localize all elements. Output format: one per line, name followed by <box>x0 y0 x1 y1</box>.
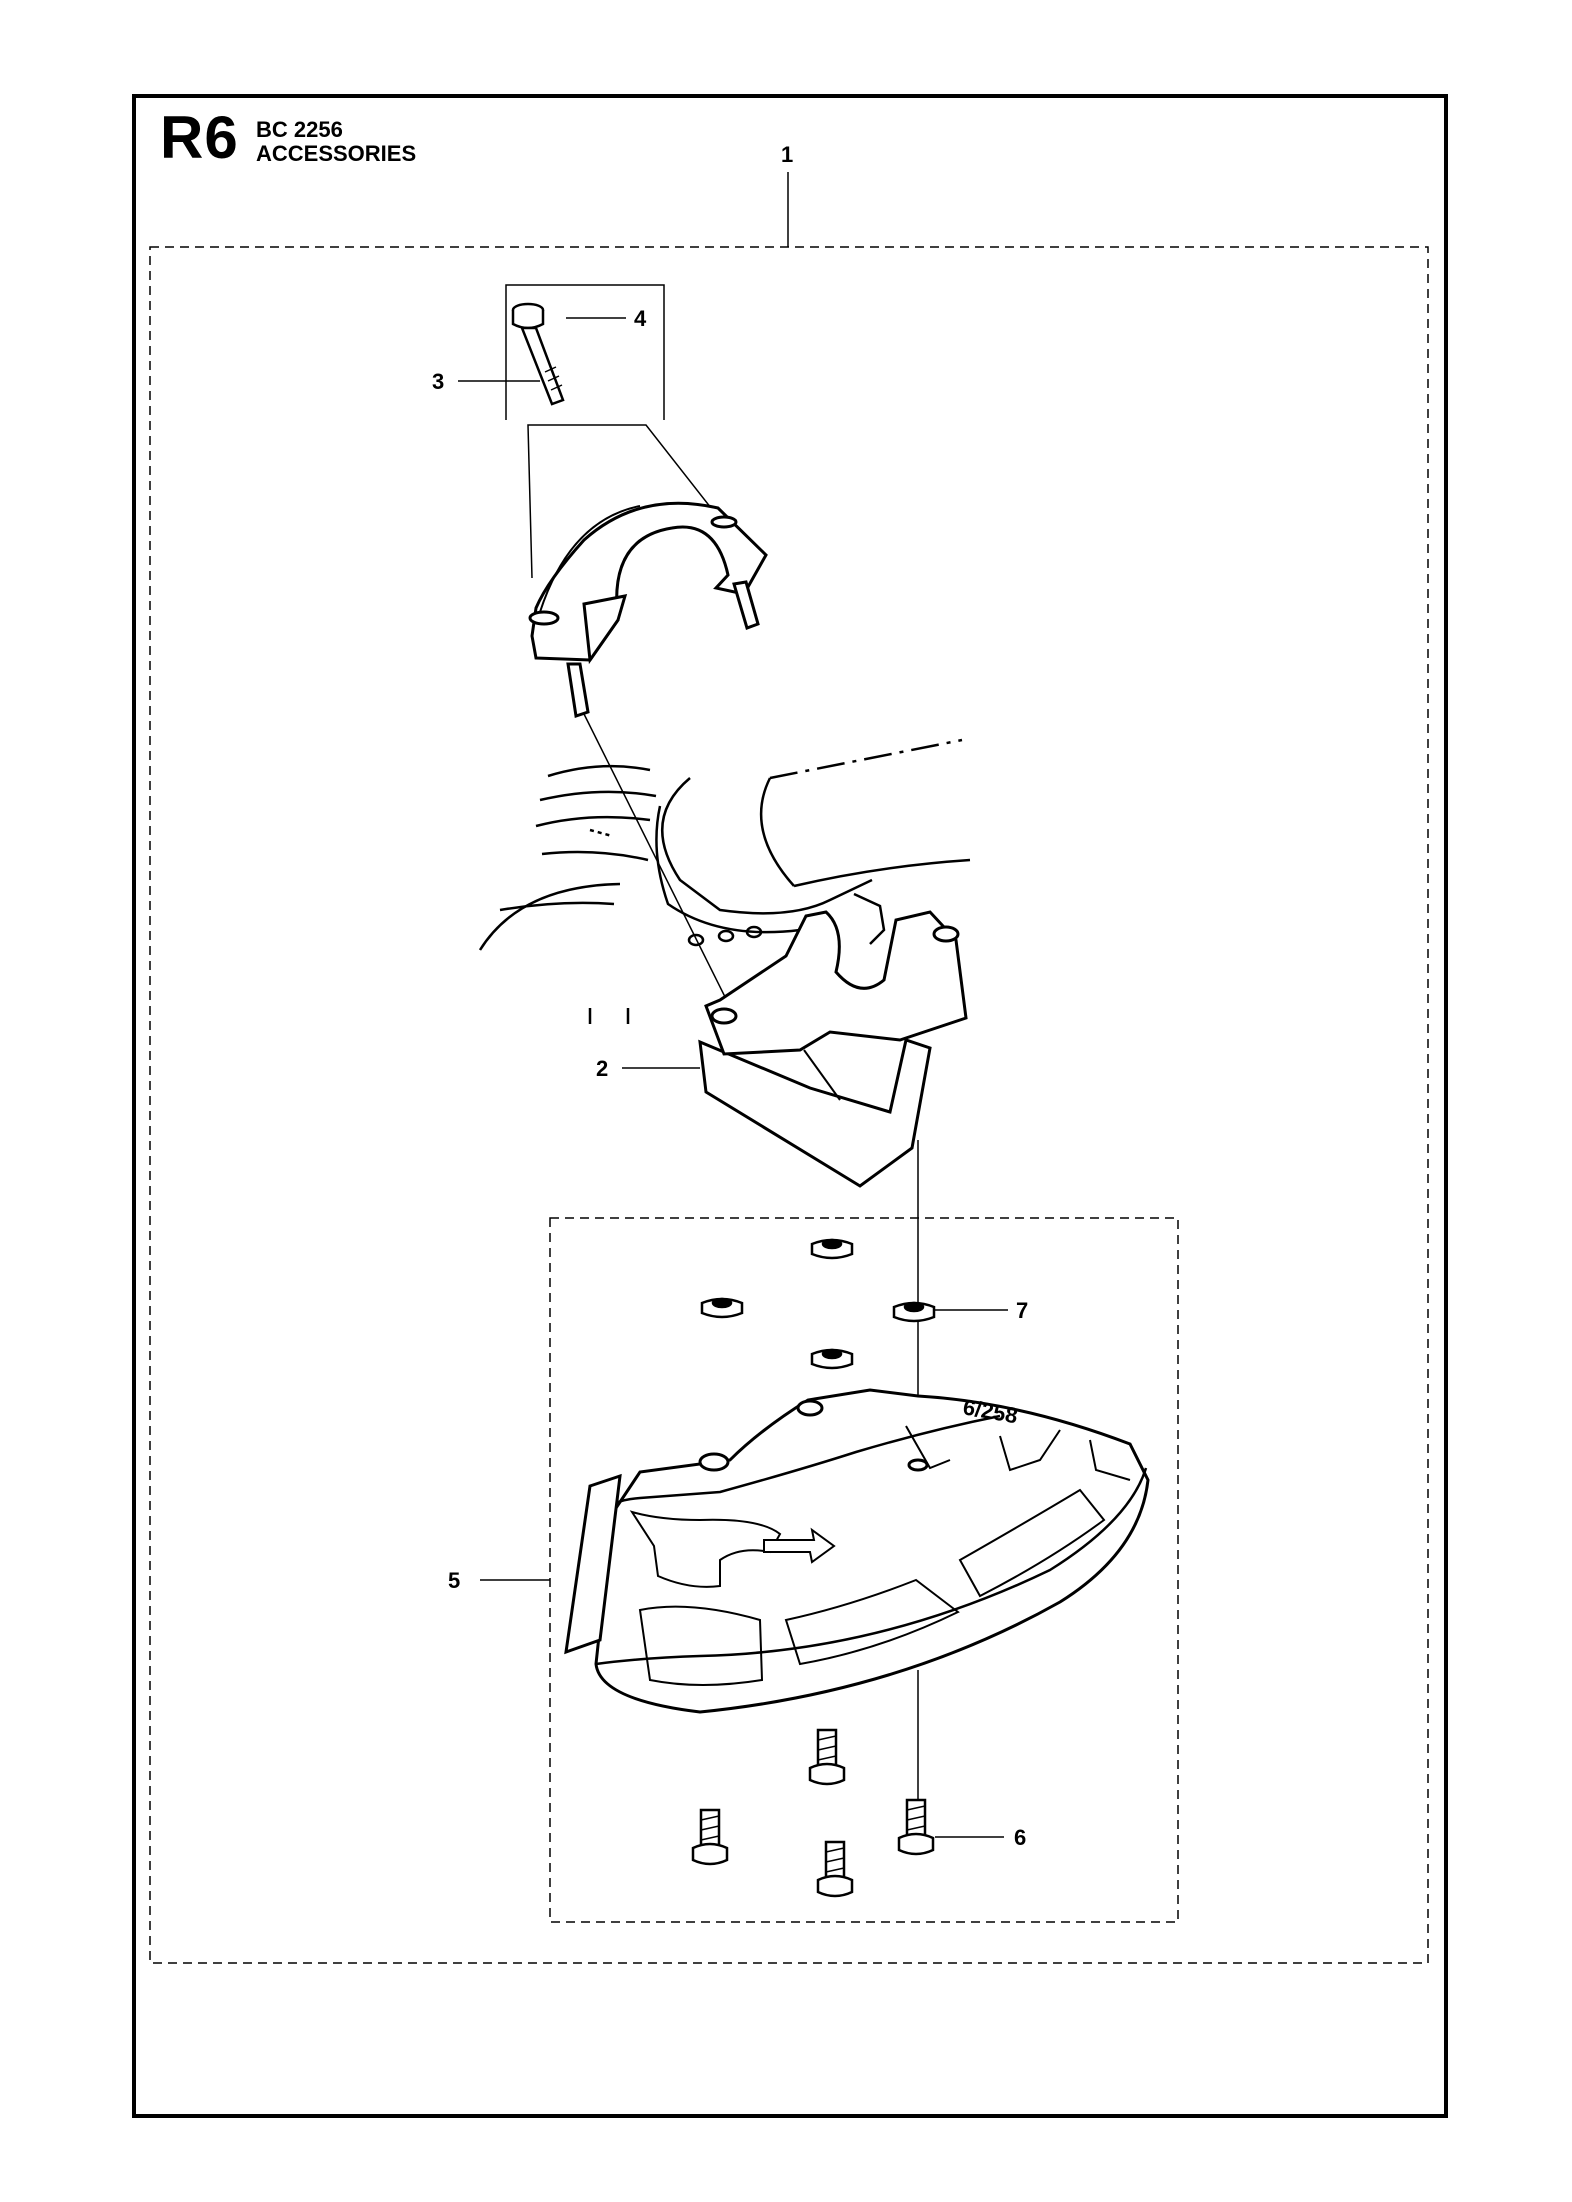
screw-bracket <box>505 284 723 579</box>
callout-6: 6 <box>1014 1825 1026 1850</box>
boom-housing-reference <box>478 738 971 1024</box>
model-name: BC 2256 <box>256 117 343 142</box>
callout-5: 5 <box>448 1568 460 1593</box>
leader-lines <box>458 172 1008 1838</box>
callout-7: 7 <box>1016 1298 1028 1323</box>
trimmer-guard-part-5: 6/258 <box>564 1388 1150 1714</box>
screw-part-4 <box>511 302 565 406</box>
callout-4: 4 <box>634 306 647 331</box>
guard-screws-part-6 <box>691 1728 935 1898</box>
section-title: ACCESSORIES <box>256 141 417 166</box>
kit-group-boundary <box>149 246 1429 1964</box>
guard-bracket-part-2 <box>698 910 968 1188</box>
page-frame <box>132 94 1448 2118</box>
clamp-part-3 <box>528 501 768 718</box>
guard-group-boundary <box>549 1217 1179 1923</box>
callout-2: 2 <box>596 1056 608 1081</box>
dampers-part-7 <box>700 1238 936 1370</box>
section-code: R6 <box>160 104 239 171</box>
callout-3: 3 <box>432 369 444 394</box>
callout-1: 1 <box>781 142 793 167</box>
